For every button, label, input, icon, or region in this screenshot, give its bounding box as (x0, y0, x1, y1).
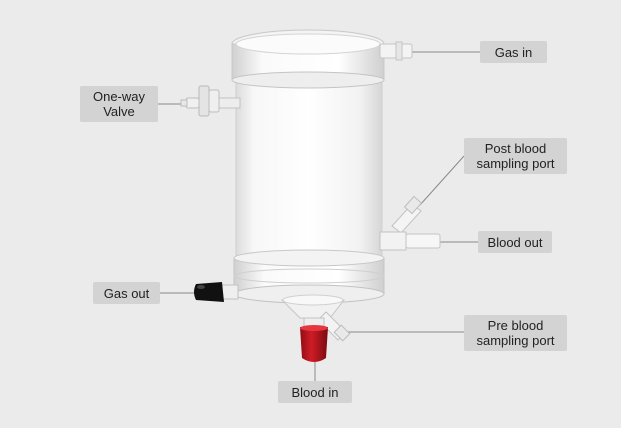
label-blood-out: Blood out (478, 231, 552, 253)
blood-out-port (379, 231, 441, 251)
label-post-blood-sampling-port: Post blood sampling port (464, 138, 567, 174)
label-blood-in: Blood in (278, 381, 352, 403)
glass-vessel (231, 29, 385, 319)
one-way-valve (180, 85, 241, 117)
post-blood-sampling-port (391, 195, 423, 234)
label-gas-in: Gas in (480, 41, 547, 63)
leader-lines (158, 51, 480, 381)
gas-in-port (379, 41, 413, 61)
pre-blood-sampling-port (317, 311, 351, 342)
leader-post (419, 155, 465, 206)
blood-in-port (300, 317, 328, 362)
label-gas-out: Gas out (93, 282, 160, 304)
label-pre-blood-sampling-port: Pre blood sampling port (464, 315, 567, 351)
label-one-way-valve: One-way Valve (80, 86, 158, 122)
gas-out-port (194, 282, 239, 302)
